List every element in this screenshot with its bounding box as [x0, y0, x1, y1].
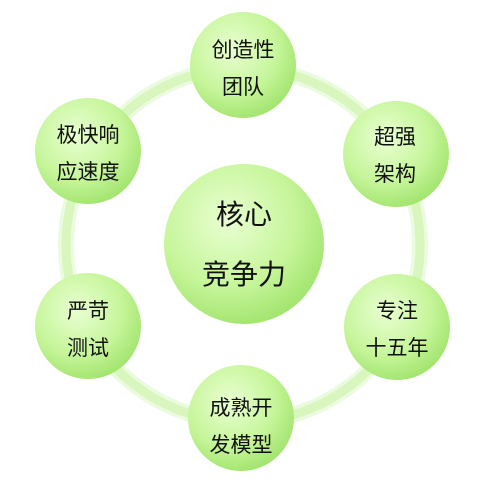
node-mature-dev-model-label: 成熟开 发模型	[185, 390, 297, 464]
center-label-line-1: 核心	[215, 198, 272, 231]
node-label-line: 创造性	[211, 38, 275, 62]
node-strong-architecture-circle	[343, 101, 449, 207]
node-label-line: 发模型	[209, 433, 273, 457]
node-mature-dev-model-circle	[188, 365, 294, 471]
center-label: 核心 竞争力	[174, 185, 314, 305]
node-label-line: 极快响	[56, 123, 120, 147]
center-node-circle	[164, 164, 324, 324]
node-fifteen-years-label: 专注 十五年	[345, 293, 449, 367]
node-label-line: 架构	[374, 162, 416, 186]
node-fifteen-years-circle	[344, 274, 450, 380]
node-label-line: 十五年	[365, 336, 429, 360]
node-strict-testing-label: 严苛 测试	[36, 293, 140, 367]
node-layer	[35, 12, 450, 471]
node-strong-architecture-label: 超强 架构	[343, 119, 447, 193]
node-strict-testing-circle	[35, 273, 141, 379]
node-label-line: 专注	[376, 299, 418, 323]
node-label-line: 测试	[67, 336, 109, 360]
node-label-line: 应速度	[56, 160, 120, 184]
node-fast-response-label: 极快响 应速度	[29, 117, 147, 191]
node-label-line: 成熟开	[209, 396, 273, 420]
node-label-line: 超强	[374, 125, 416, 149]
node-creative-team-circle	[190, 12, 296, 118]
node-label-line: 团队	[222, 75, 264, 99]
node-creative-team-label: 创造性 团队	[186, 32, 300, 106]
center-label-line-2: 竞争力	[201, 258, 286, 291]
node-label-line: 严苛	[67, 299, 109, 323]
node-fast-response-circle	[35, 98, 141, 204]
